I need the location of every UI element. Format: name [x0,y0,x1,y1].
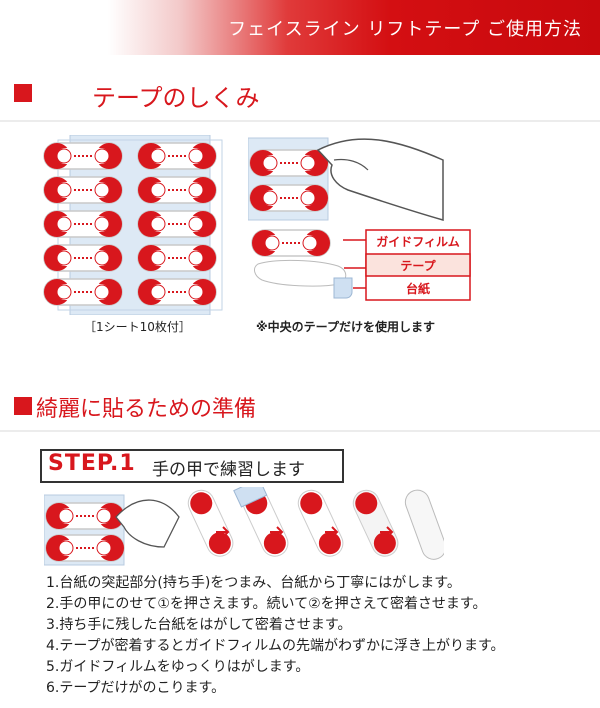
instruction-item: 2.手の甲にのせて①を押さえます。続いて②を押さえて密着させます。 [46,596,487,612]
step-tape [233,487,289,557]
step-tape-final [404,489,444,560]
section-header-preparation: 綺麗に貼るための準備 [0,390,600,432]
instruction-item: 4.テープが密着するとガイドフィルムの先端がわずかに浮き上がります。 [46,638,505,654]
step-tape [187,489,234,557]
instruction-item: 6.テープだけがのこります。 [46,680,226,696]
sheet-caption: ［1シート10枚付］ [84,320,191,334]
layer-diagram: ガイドフィルム テープ 台紙 [251,229,471,301]
step-box: STEP.1 手の甲で練習します [40,449,344,483]
square-bullet-icon [14,397,32,415]
step-tape [297,489,344,557]
step-subtitle: 手の甲で練習します [152,460,305,480]
layer-label-guide-film: ガイドフィルム [376,234,460,249]
instruction-list: 1.台紙の突起部分(持ち手)をつまみ、台紙から丁寧にはがします。 2.手の甲にの… [46,573,505,699]
peel-hand-diagram [248,137,444,221]
header-banner: フェイスライン リフトテープ ご使用方法 [0,0,600,55]
section-title: テープのしくみ [92,84,260,112]
step-illustration [44,487,444,566]
step-tape [352,489,399,557]
tape-sheet-diagram [43,135,223,315]
instruction-item: 3.持ち手に残した台紙をはがして密着させます。 [46,617,352,633]
section-title: 綺麗に貼るための準備 [36,397,257,422]
banner-title: フェイスライン リフトテープ ご使用方法 [228,19,582,40]
instruction-item: 1.台紙の突起部分(持ち手)をつまみ、台紙から丁寧にはがします。 [46,575,461,591]
layer-label-backing: 台紙 [406,281,430,296]
step-label: STEP.1 [48,451,136,476]
layer-label-tape: テープ [400,258,436,273]
section-header-mechanism: テープのしくみ [0,80,600,122]
instruction-item: 5.ガイドフィルムをゆっくりはがします。 [46,659,310,675]
center-caption: ※中央のテープだけを使用します [256,320,435,334]
square-bullet-icon [14,84,32,102]
